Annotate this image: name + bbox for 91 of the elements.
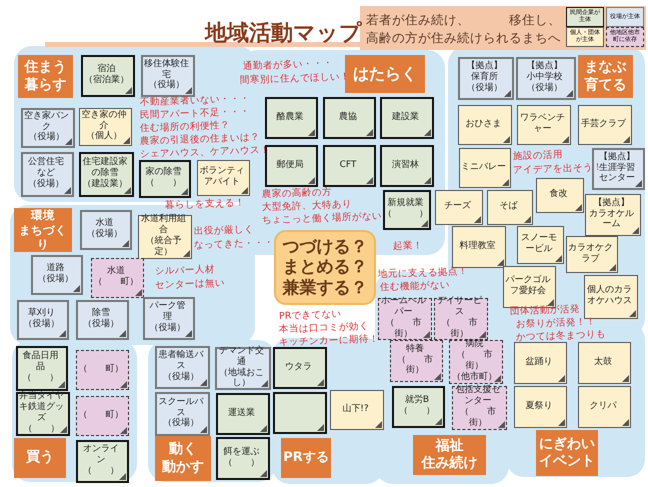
sticky-note: 弁当タイヤキ鉄道グッズ（ ） (16, 392, 70, 436)
sticky-note: 【拠点】保育所（役場） (458, 57, 514, 100)
sticky-note: 夏祭り (514, 386, 567, 428)
sticky-note: 太鼓 (578, 342, 631, 384)
sticky-note: 酪農業 (265, 97, 318, 139)
sticky-note: 水道（ 町） (91, 258, 144, 298)
handwritten-note: PRできてない (278, 308, 342, 322)
sticky-note: 就労B（ ） (392, 386, 445, 428)
sticky-note: 移住体験住宅（役場） (141, 55, 195, 97)
category-heading: にぎわいイベント (536, 430, 598, 476)
sticky-note: 山下!? (330, 390, 384, 430)
sticky-note: 除雪（役場） (76, 300, 129, 340)
handwritten-note: 施設の活用 (512, 148, 564, 163)
sticky-note: 運送業 (216, 393, 270, 435)
sticky-note: パーク管理（役場） (143, 297, 195, 340)
map-title: 地域活動マップ (205, 20, 362, 48)
sticky-note: 水道（役場） (80, 210, 132, 250)
handwritten-note: 農家の高齢の方 (262, 186, 332, 200)
category-heading: 買う (14, 438, 66, 478)
sticky-note: 住宅建設家の除雪（建設業） (79, 152, 134, 197)
category-heading: はたらく (345, 55, 425, 93)
handwritten-note: 民間アパート不足・・・ (140, 106, 250, 121)
sticky-note: 農協 (323, 97, 376, 139)
sticky-note: （ 町） (76, 396, 129, 436)
sticky-note: ウタラ (273, 347, 327, 389)
sticky-note: 水道利用組合（統合予定） (138, 215, 192, 259)
category-heading: 住まう暮らす (18, 55, 73, 98)
sticky-note: 【拠点】小中学校（役場） (516, 57, 576, 100)
handwritten-note: ちょこっと働く場所がない (262, 210, 382, 227)
handwritten-note: 住む機能がない (380, 278, 450, 294)
sticky-note: スクールバス（役場） (155, 392, 210, 436)
sticky-note: 患者輸送バス（役場） (155, 346, 210, 389)
subtitle-text: 若者が住み続け、 移住し、 (366, 12, 561, 29)
sticky-note: デイサービス（ 市街） (434, 298, 488, 340)
handwritten-note: 暮らしを支える！ (164, 196, 246, 212)
sticky-note: 餌を運ぶ（ ） (216, 437, 270, 480)
sticky-note: 家の除雪（ ） (139, 160, 191, 198)
handwritten-note: 大型免許、大特あり (262, 198, 352, 213)
handwritten-note: シルバー人材 (154, 262, 216, 278)
sticky-note: 【拠点】カラオケルーム (585, 194, 641, 236)
sticky-note (273, 392, 327, 434)
handwritten-note: なってきた・・・ (194, 236, 274, 252)
sticky-note: 空き家の仲介（個人） (79, 108, 132, 146)
sticky-note: CFT (323, 145, 376, 187)
category-heading: PRする (281, 438, 331, 478)
sticky-note: 特養（ 市街） (390, 340, 443, 382)
sticky-note: 公営住宅など（役場） (21, 152, 74, 197)
sticky-note: 包括支援センター（ 市街） (452, 386, 507, 430)
sticky-note: 草刈り（役場） (17, 300, 69, 340)
sticky-note: 食改 (536, 178, 584, 213)
sticky-note: デマンド交通（地域おこし） (215, 347, 271, 390)
sticky-note: ミニバレー (459, 148, 511, 188)
sticky-note: 食品日用品（ ） (16, 346, 68, 391)
sticky-note: クリパ (578, 386, 631, 428)
sticky-note: 新規就業（ ） (383, 190, 431, 230)
sticky-note: ワラベンチャー (517, 105, 571, 145)
sticky-note: カラオケクラブ (566, 236, 618, 273)
sticky-note: おひさま (458, 105, 512, 145)
handwritten-note: かつては冬まつりも (516, 328, 606, 344)
sticky-note: 空き家バンク（役場） (21, 108, 75, 148)
sticky-note: 宿泊（宿泊業） (81, 55, 135, 97)
sticky-note: 手芸クラブ (578, 105, 632, 145)
sticky-note: 個人のカラオケハウス (584, 275, 638, 319)
handwritten-note: キッチンカーに期待！ (278, 333, 380, 349)
sticky-note: そば (487, 190, 533, 225)
handwritten-note: センターは無い (154, 276, 226, 292)
sticky-note: ホームヘルパー（ 市街） (378, 298, 432, 340)
sticky-note: 病院（ 市街）（他市町） (449, 340, 503, 384)
sticky-note: 盆踊り (514, 342, 567, 384)
sticky-note: チーズ (435, 190, 483, 225)
handwritten-note: 本当は口コミが効く (278, 320, 370, 335)
handwritten-note: 農家の引退後の住まいは？ (140, 132, 260, 147)
sticky-note: ボランティアバイト (197, 160, 250, 196)
sticky-note: 料理教室 (452, 226, 506, 268)
handwritten-note: 起業！ (392, 238, 424, 253)
sticky-note: 郵便局 (265, 145, 318, 187)
sticky-note: 建設業 (380, 97, 434, 139)
handwritten-note: 住む場所の利便性？ (140, 119, 230, 134)
category-heading: 福祉住み続け (413, 435, 486, 475)
sticky-note: オンライン（ ） (76, 440, 129, 483)
category-heading: 動く動かす (155, 436, 211, 481)
sticky-note: （ 町） (76, 350, 129, 390)
sticky-note: スノーモービル (517, 226, 564, 264)
category-heading: まなぶ育てる (578, 55, 633, 98)
sticky-note: 道路（役場） (31, 255, 83, 295)
subtitle-text: 高齢の方が住み続けられるまちへ (366, 30, 561, 47)
handwritten-note: 通勤者が多い・・・ (242, 56, 334, 73)
sticky-note: 演習林 (380, 145, 434, 187)
question-box: つづける？まとめる？兼業する？ (274, 230, 376, 305)
category-heading: 環境まちづくり (14, 208, 72, 252)
handwritten-note: 出役が厳しく (194, 222, 254, 238)
